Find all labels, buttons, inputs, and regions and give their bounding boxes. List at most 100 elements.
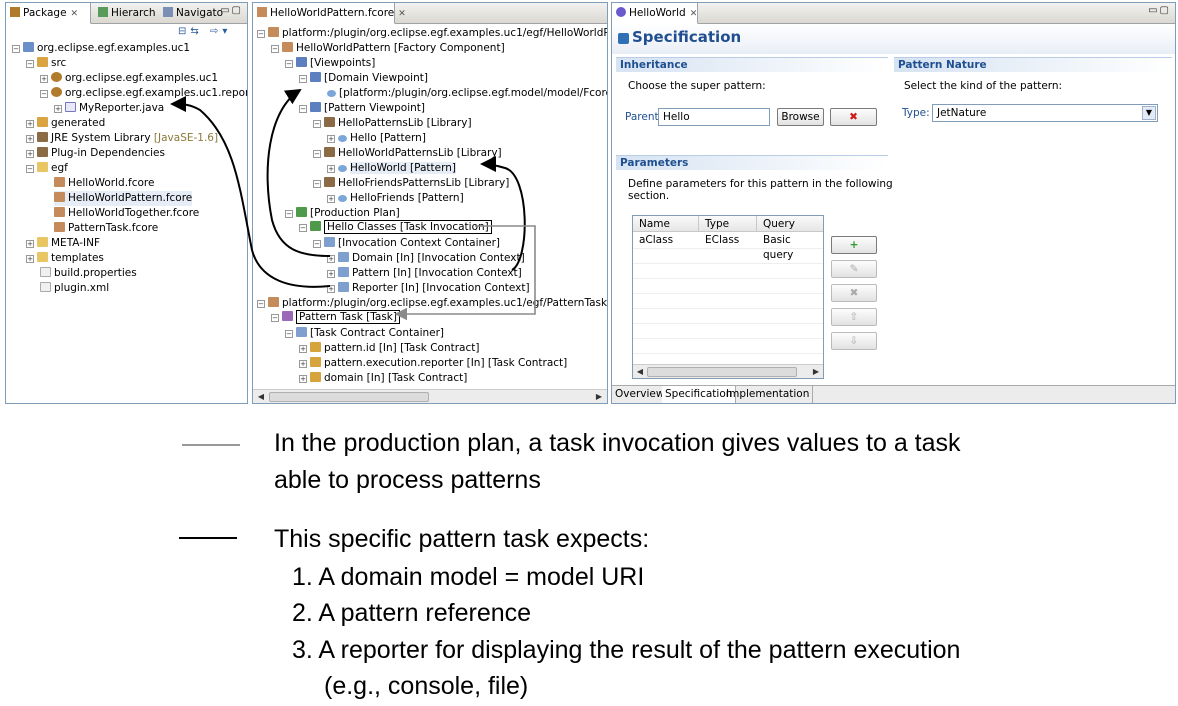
tree-item[interactable]: +Reporter [In] [Invocation Context] — [327, 281, 530, 296]
scroll-right-icon[interactable]: ▶ — [812, 367, 820, 376]
expand-icon[interactable]: + — [26, 255, 34, 263]
clear-parent-button[interactable]: ✖ — [830, 108, 877, 126]
tree-item[interactable]: HelloWorld.fcore — [54, 176, 154, 191]
parameters-table[interactable]: Name Type Query aClass EClass Basic quer… — [632, 215, 824, 379]
expand-icon[interactable]: + — [327, 285, 335, 293]
pattern-nature-section-header[interactable]: Pattern Nature — [894, 57, 1172, 72]
horizontal-scrollbar[interactable]: ◀ ▶ — [253, 389, 607, 403]
table-cell[interactable]: Basic query — [763, 234, 794, 261]
tree-item[interactable]: −[Domain Viewpoint] — [299, 71, 428, 86]
scroll-left-icon[interactable]: ◀ — [257, 392, 265, 401]
expand-icon[interactable]: + — [40, 75, 48, 83]
parameters-section-header[interactable]: Parameters — [616, 155, 888, 170]
tab-implementation[interactable]: Implementation — [723, 386, 814, 403]
collapse-icon[interactable]: − — [271, 314, 279, 322]
tree-item[interactable]: +generated — [26, 116, 105, 131]
tree-item[interactable]: −Pattern Task [Task] — [271, 310, 400, 325]
tree-item[interactable]: −org.eclipse.egf.examples.uc1 — [12, 41, 190, 56]
tree-item[interactable]: +Plug-in Dependencies — [26, 146, 165, 161]
tab-fcore-editor[interactable]: HelloWorldPattern.fcore✕ — [253, 3, 406, 24]
collapse-icon[interactable]: − — [26, 165, 34, 173]
scroll-thumb[interactable] — [647, 367, 797, 377]
tree-item[interactable]: +org.eclipse.egf.examples.uc1 — [40, 71, 218, 86]
close-icon[interactable]: ✕ — [689, 9, 698, 19]
tab-package-explorer[interactable]: Package✕ — [6, 3, 91, 24]
tree-item[interactable]: +HelloFriends [Pattern] — [327, 191, 464, 206]
column-header-type[interactable]: Type — [699, 216, 757, 232]
move-up-button[interactable]: ⇧ — [831, 308, 877, 326]
tab-hierarchy[interactable]: Hierarch — [94, 3, 156, 24]
chevron-down-icon[interactable]: ▼ — [1142, 106, 1156, 120]
column-header-name[interactable]: Name — [633, 216, 699, 232]
expand-icon[interactable]: + — [26, 135, 34, 143]
tree-item[interactable]: +JRE System Library [JavaSE-1.6] — [26, 131, 218, 146]
tree-item[interactable]: +Hello [Pattern] — [327, 131, 426, 146]
tree-item[interactable]: +Domain [In] [Invocation Context] — [327, 251, 525, 266]
minimize-maximize-icons[interactable]: ▭▢ — [1148, 5, 1171, 16]
tree-item[interactable]: −[Pattern Viewpoint] — [299, 101, 425, 116]
tree-item[interactable]: +Pattern [In] [Invocation Context] — [327, 266, 522, 281]
collapse-icon[interactable]: − — [313, 240, 321, 248]
tree-item[interactable]: [platform:/plugin/org.eclipse.egf.model/… — [327, 86, 607, 101]
tree-item[interactable]: −HelloPatternsLib [Library] — [313, 116, 472, 131]
column-header-query[interactable]: Query — [763, 218, 795, 230]
expand-icon[interactable]: + — [327, 165, 335, 173]
tree-item-selected[interactable]: +HelloWorld [Pattern] — [327, 161, 457, 176]
tree-item[interactable]: +MyReporter.java — [54, 101, 164, 116]
expand-icon[interactable]: + — [327, 195, 335, 203]
collapse-icon[interactable]: − — [257, 300, 265, 308]
expand-icon[interactable]: + — [26, 120, 34, 128]
collapse-icon[interactable]: − — [285, 60, 293, 68]
collapse-icon[interactable]: − — [26, 60, 34, 68]
collapse-icon[interactable]: − — [257, 30, 265, 38]
inheritance-section-header[interactable]: Inheritance — [616, 57, 888, 72]
edit-parameter-button[interactable]: ✎ — [831, 260, 877, 278]
tab-overview[interactable]: Overview — [612, 386, 669, 403]
collapse-icon[interactable]: − — [299, 105, 307, 113]
scroll-left-icon[interactable]: ◀ — [636, 367, 644, 376]
table-cell[interactable]: EClass — [705, 234, 740, 246]
collapse-icon[interactable]: − — [285, 330, 293, 338]
scroll-thumb[interactable] — [269, 392, 429, 402]
collapse-icon[interactable]: − — [40, 90, 48, 98]
expand-icon[interactable]: + — [327, 255, 335, 263]
collapse-icon[interactable]: − — [313, 150, 321, 158]
tree-item[interactable]: −egf — [26, 161, 68, 176]
expand-icon[interactable]: + — [327, 270, 335, 278]
tree-item[interactable]: −platform:/plugin/org.eclipse.egf.exampl… — [257, 26, 607, 41]
remove-parameter-button[interactable]: ✖ — [831, 284, 877, 302]
collapse-icon[interactable]: − — [285, 210, 293, 218]
collapse-icon[interactable]: − — [12, 45, 20, 53]
tree-item[interactable]: +pattern.id [In] [Task Contract] — [299, 341, 479, 356]
expand-icon[interactable]: + — [327, 135, 335, 143]
expand-icon[interactable]: + — [26, 240, 34, 248]
tree-item[interactable]: +META-INF — [26, 236, 100, 251]
move-down-button[interactable]: ⇩ — [831, 332, 877, 350]
tree-item[interactable]: −src — [26, 56, 66, 71]
add-parameter-button[interactable]: + — [831, 236, 877, 254]
tree-item[interactable]: −HelloWorldPatternsLib [Library] — [313, 146, 502, 161]
close-icon[interactable]: ✕ — [70, 9, 79, 19]
collapse-icon[interactable]: − — [271, 45, 279, 53]
expand-icon[interactable]: + — [299, 360, 307, 368]
parent-field[interactable]: Hello — [658, 108, 770, 126]
collapse-icon[interactable]: − — [299, 224, 307, 232]
tab-pattern-editor[interactable]: HelloWorld✕ — [612, 3, 698, 24]
tree-item[interactable]: HelloWorldTogether.fcore — [54, 206, 199, 221]
tree-item[interactable]: −[Task Contract Container] — [285, 326, 444, 341]
view-toolbar-icons[interactable]: ⊟⇆ ⇨▾ — [178, 26, 232, 37]
tree-item[interactable]: −HelloFriendsPatternsLib [Library] — [313, 176, 509, 191]
tree-item[interactable]: −Hello Classes [Task Invocation] — [299, 220, 492, 235]
collapse-icon[interactable]: − — [313, 120, 321, 128]
tree-item[interactable]: +pattern.execution.reporter [In] [Task C… — [299, 356, 567, 371]
tree-item[interactable]: −[Production Plan] — [285, 206, 400, 221]
expand-icon[interactable]: + — [26, 150, 34, 158]
tree-item[interactable]: −[Viewpoints] — [285, 56, 375, 71]
tab-specification[interactable]: Specification — [662, 386, 737, 403]
tree-item[interactable]: build.properties — [40, 266, 137, 281]
collapse-icon[interactable]: − — [313, 180, 321, 188]
tree-item[interactable]: +templates — [26, 251, 104, 266]
tab-navigator[interactable]: Navigato — [159, 3, 223, 24]
tree-item[interactable]: PatternTask.fcore — [54, 221, 158, 236]
tree-item[interactable]: −org.eclipse.egf.examples.uc1.reporter — [40, 86, 247, 101]
